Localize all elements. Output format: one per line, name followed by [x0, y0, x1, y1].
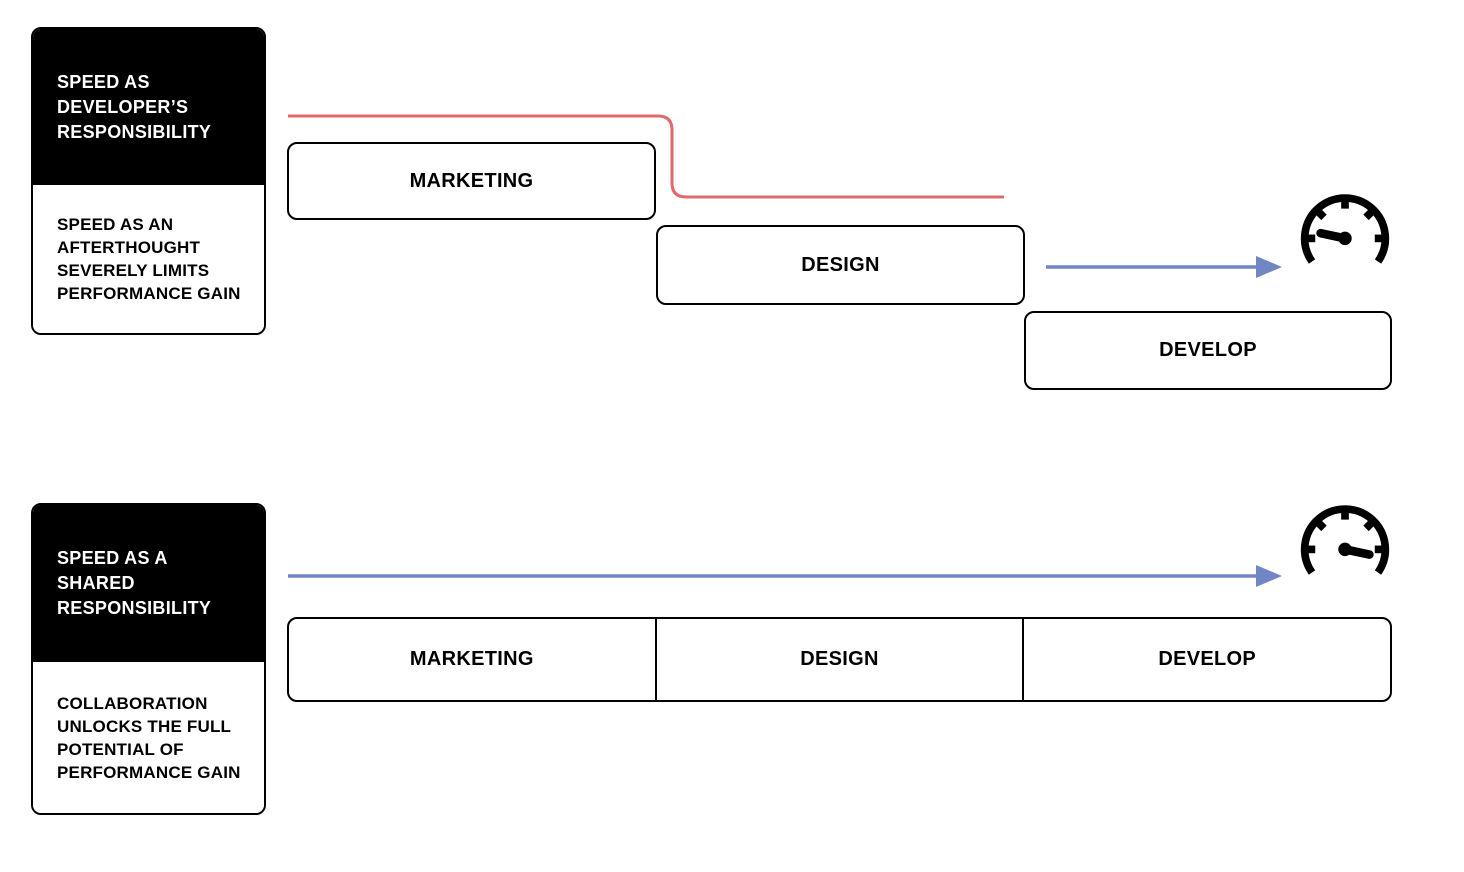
card-title: SPEED AS DEVELOPER’S RESPONSIBILITY [57, 71, 212, 142]
phase-cell-marketing: MARKETING [289, 619, 657, 700]
card-subtitle: COLLABORATION UNLOCKS THE FULL POTENTIAL… [57, 693, 241, 782]
phase-cell-develop: DEVELOP [1158, 648, 1257, 670]
phase-row: MARKETING DESIGN DEVELOP [287, 617, 1392, 702]
phase-box-design: DESIGN [656, 225, 1025, 305]
approach-card-waterfall: SPEED AS DEVELOPER’S RESPONSIBILITY SPEE… [31, 27, 266, 335]
phase-box-develop: DEVELOP [1024, 311, 1392, 390]
card-subtitle: SPEED AS AN AFTERTHOUGHT SEVERELY LIMITS… [57, 215, 241, 303]
speed-arrow-bottom [288, 565, 1282, 587]
phase-box-marketing: MARKETING [287, 142, 656, 220]
card-body: SPEED AS AN AFTERTHOUGHT SEVERELY LIMITS… [33, 185, 264, 333]
card-header: SPEED AS A SHARED RESPONSIBILITY [33, 505, 264, 662]
phase-cell-design: DESIGN [657, 619, 1025, 700]
speed-arrow-top [1046, 256, 1282, 278]
speedometer-icon [1300, 505, 1390, 575]
approach-card-shared: SPEED AS A SHARED RESPONSIBILITY COLLABO… [31, 503, 266, 815]
card-header: SPEED AS DEVELOPER’S RESPONSIBILITY [33, 29, 264, 185]
speedometer-icon [1300, 194, 1390, 264]
card-body: COLLABORATION UNLOCKS THE FULL POTENTIAL… [33, 662, 264, 813]
card-title: SPEED AS A SHARED RESPONSIBILITY [57, 548, 212, 618]
